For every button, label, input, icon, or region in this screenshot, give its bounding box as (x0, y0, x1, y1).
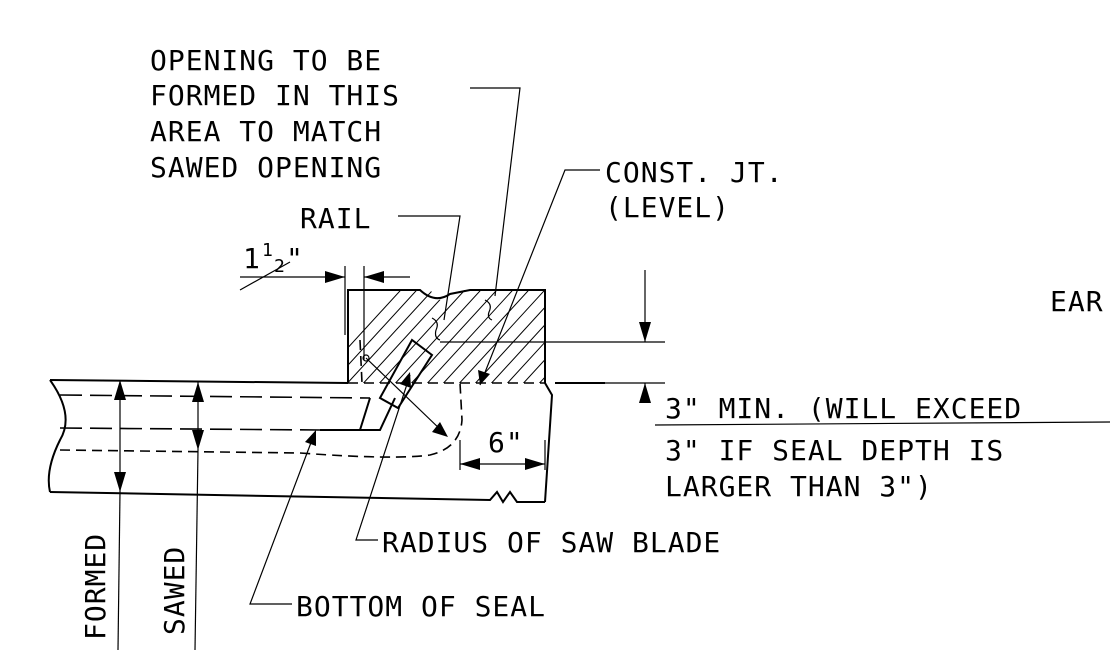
opening-note-line-1: OPENING TO BE (150, 44, 382, 77)
seal-opening-lines (59, 338, 463, 458)
dimensions (114, 261, 1110, 651)
rail-dim-unit: " (286, 242, 304, 275)
hatch-line (395, 290, 507, 383)
slab-section (47, 379, 605, 504)
formed-label: FORMED (79, 533, 112, 640)
radius-center-mark (362, 354, 370, 362)
hatch-line (491, 290, 545, 383)
hatch-line (475, 290, 545, 383)
rail-internal-marks (359, 299, 493, 384)
radius-label: RADIUS OF SAW BLADE (382, 526, 721, 559)
annotation-text: OPENING TO BE FORMED IN THIS AREA TO MAT… (79, 44, 1104, 640)
const-jt-line-1: CONST. JT. (605, 156, 784, 189)
six-inch-dim: 6" (488, 426, 524, 459)
sawed-label: SAWED (158, 546, 191, 635)
rail-section (347, 280, 714, 400)
rail-label: RAIL (300, 202, 371, 235)
rail-dim-denominator: 2 (274, 256, 286, 277)
hatch-line (363, 290, 475, 383)
bottom-seal-label: BOTTOM OF SEAL (296, 590, 546, 623)
hatch-line (348, 290, 427, 383)
leader-lines (249, 87, 600, 605)
ear-label: EAR (1050, 285, 1104, 318)
hatch-line (507, 290, 545, 383)
opening-note-line-4: SAWED OPENING (150, 151, 382, 184)
rail-dim-whole: 1 (243, 242, 261, 275)
opening-note-line-3: AREA TO MATCH (150, 115, 382, 148)
hatch-line (443, 290, 545, 383)
min-note-line-1: 3" MIN. (WILL EXCEED (665, 392, 1022, 425)
hatch-line (348, 290, 443, 383)
rail-dim-numerator: 1 (262, 240, 274, 261)
hatch-line (427, 290, 539, 383)
hatch-line (411, 290, 523, 383)
hatch-line (523, 290, 545, 383)
hatch-line (604, 280, 714, 400)
hatch-line (459, 290, 545, 383)
min-note-line-3: LARGER THAN 3") (665, 470, 933, 503)
rail-hatching (348, 280, 714, 400)
hatch-line (348, 290, 459, 383)
min-note-line-2: 3" IF SEAL DEPTH IS (665, 434, 1004, 467)
opening-note-line-2: FORMED IN THIS (150, 79, 400, 112)
hatch-line (348, 290, 411, 383)
const-jt-line-2: (LEVEL) (605, 191, 730, 224)
hatch-line (379, 290, 491, 383)
